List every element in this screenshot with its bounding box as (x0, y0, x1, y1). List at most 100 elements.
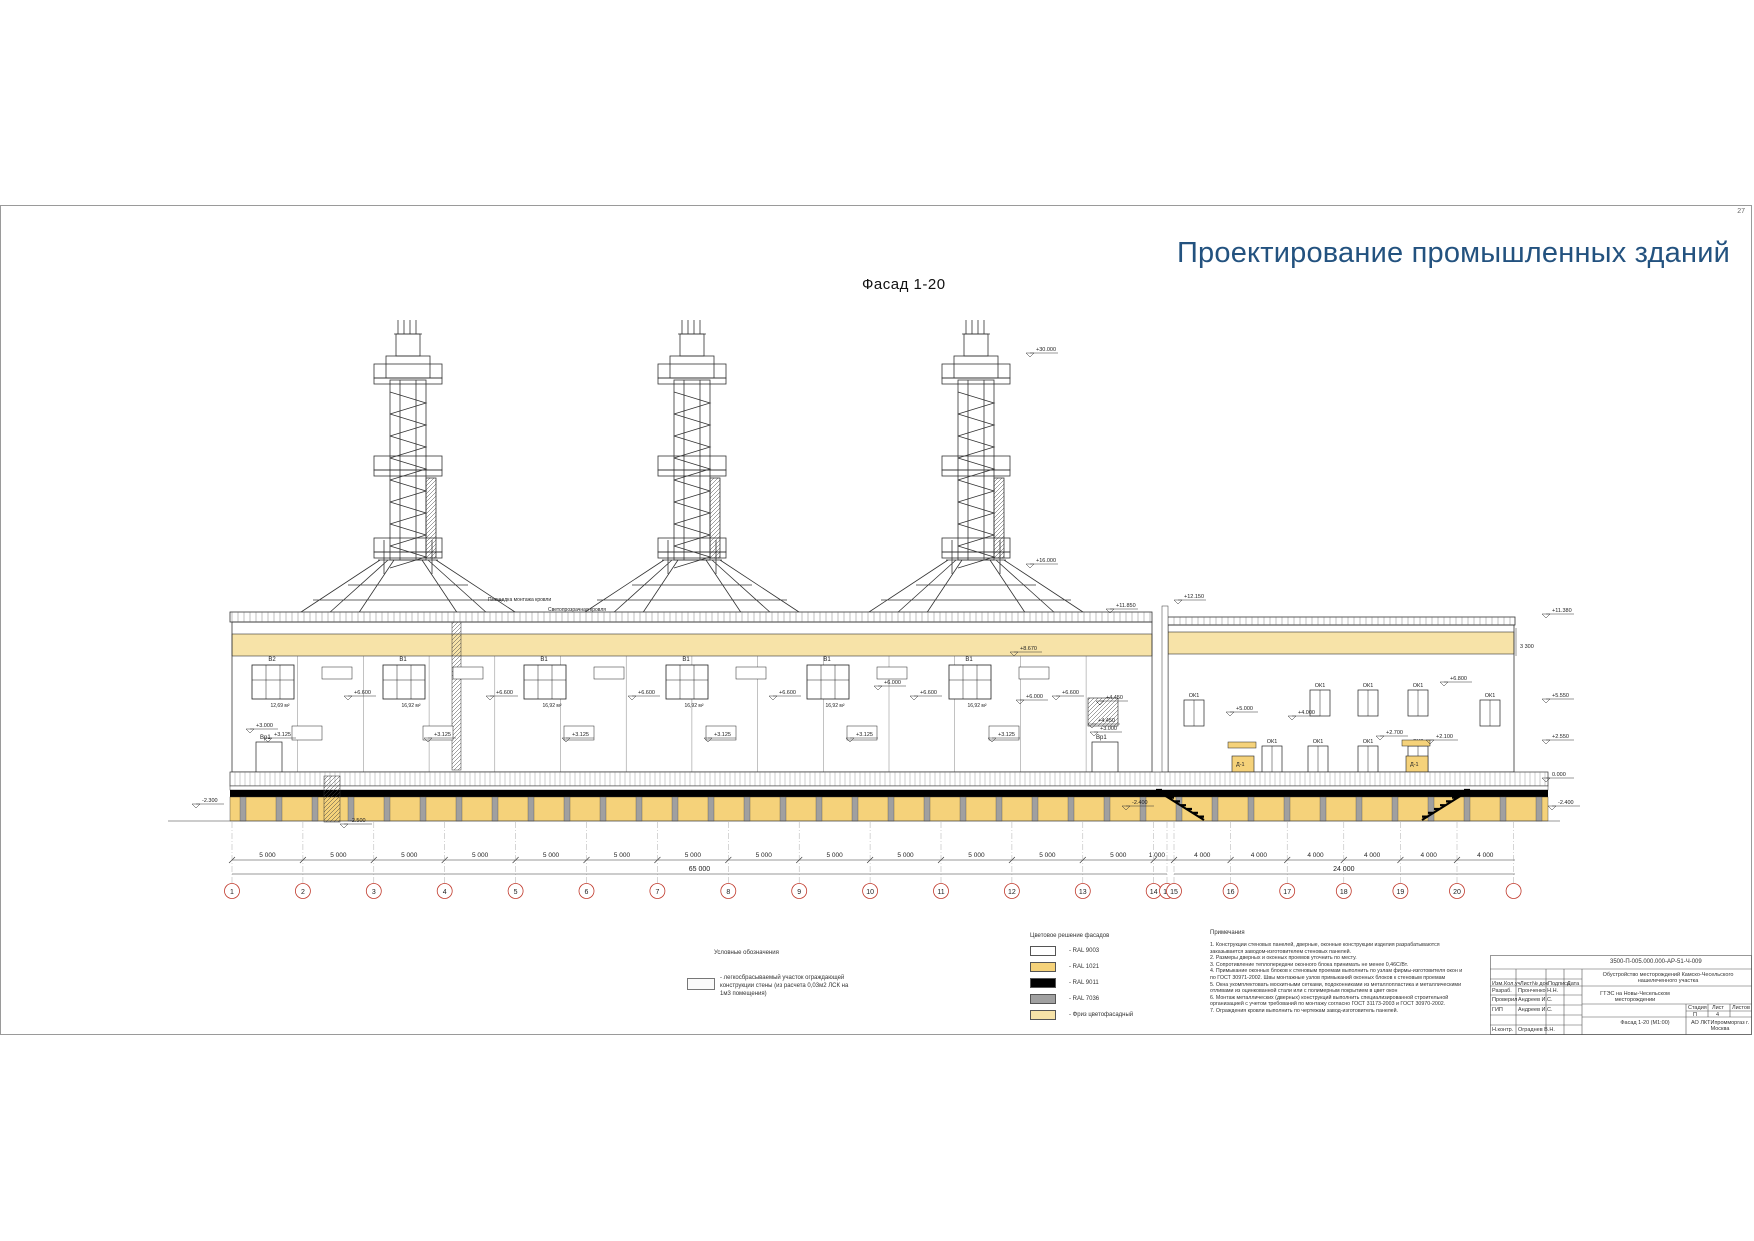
stage-header: Стадия (1688, 1005, 1707, 1011)
deck-platform (168, 771, 1560, 823)
stack-railing (941, 455, 1011, 471)
deck-column (887, 796, 895, 822)
level-value: +12.150 (1184, 594, 1204, 600)
window (948, 664, 992, 700)
deck-column (455, 796, 463, 822)
sheet-title: Фасад 1-20 (М1:00) (1620, 1020, 1670, 1026)
stack-crown (963, 333, 989, 357)
legend-swatch (687, 978, 715, 990)
level-symbol (339, 823, 372, 829)
level-symbol (343, 695, 376, 701)
level-value: +11.380 (1552, 608, 1572, 614)
deck-column (1247, 796, 1255, 822)
level-symbol (1541, 613, 1574, 619)
window-mark: ОК1 (1315, 683, 1326, 689)
legend-title: Условные обозначения (714, 950, 779, 956)
note-item: 2. Размеры дверных и оконных проемов уто… (1210, 955, 1357, 962)
deck-column (743, 796, 751, 822)
dim-value: 4 000 (1251, 852, 1268, 859)
level-mark: +3.125 (703, 732, 736, 743)
sheets-header: Листов (1732, 1005, 1750, 1011)
axis-bubble (1222, 883, 1239, 899)
deck-top (229, 785, 1549, 791)
axis-label: 13 (1079, 889, 1087, 896)
level-mark: +16.000 (1025, 558, 1058, 569)
deck-column (779, 796, 787, 822)
level-value: -2.400 (1558, 800, 1574, 806)
stack-truss (297, 559, 519, 615)
level-symbol (1439, 681, 1472, 687)
level-value: +6.600 (1062, 690, 1079, 696)
name-nk: Ограднев В.Н. (1518, 1027, 1555, 1033)
axis-bubble (1335, 883, 1352, 899)
color-swatch (1030, 1010, 1056, 1020)
axis-bubble (1505, 883, 1522, 899)
notes-list: 1. Конструкции стеновых панелей, дверные… (1210, 942, 1468, 1015)
louvre (988, 725, 1020, 741)
window-area: 16,92 м² (401, 703, 420, 709)
dim-value: 5 000 (472, 852, 489, 859)
window-mark: ОК1 (1363, 683, 1374, 689)
deck-column (1535, 796, 1543, 822)
window-mark: В1 (965, 657, 973, 663)
level-value: +3.000 (1100, 726, 1117, 732)
deck-column (1427, 796, 1435, 822)
deck-column (707, 796, 715, 822)
level-symbol (1375, 735, 1408, 741)
color-swatch (1030, 962, 1056, 972)
level-symbol (423, 737, 456, 743)
level-value: +6.600 (920, 690, 937, 696)
name-dev: Пронченко Н.Н. (1518, 988, 1559, 994)
level-value: +2.700 (1386, 730, 1403, 736)
deck-column (959, 796, 967, 822)
spiral-stair (957, 391, 996, 569)
page-banner: Проектирование промышленных зданий (1177, 237, 1730, 269)
dim-value: 5 000 (401, 852, 418, 859)
axis-label: 8 (726, 889, 730, 896)
window-area: 16,92 м² (542, 703, 561, 709)
title-block: 3500-П-005.000.000-АР-51-Ч-009 Обустройс… (1490, 955, 1752, 1035)
level-value: +11.850 (1116, 603, 1136, 609)
door (255, 741, 283, 773)
level-symbol (1015, 699, 1048, 705)
axis-bubble (436, 883, 453, 899)
dim-value: 5 000 (968, 852, 985, 859)
axis-label: 3 (372, 889, 376, 896)
canopy (1401, 739, 1431, 747)
level-mark: +4.450 (1095, 695, 1128, 706)
frieze-right (1167, 631, 1515, 655)
axis-bubble (1449, 883, 1465, 899)
dim-value: 4 000 (1421, 852, 1438, 859)
level-value: +5.000 (1236, 706, 1253, 712)
level-symbol (1009, 651, 1042, 657)
level-value: +2.100 (1436, 734, 1453, 740)
axis-label: 9 (797, 889, 801, 896)
dim-value: 5 000 (827, 852, 844, 859)
canopy (1227, 741, 1257, 749)
stack-top (385, 355, 431, 379)
ladder (425, 477, 437, 559)
deck-rail-bars (229, 772, 1546, 786)
level-mark: +6.600 (909, 690, 942, 701)
deck-column (1283, 796, 1291, 822)
stack (297, 320, 519, 615)
door (1091, 741, 1119, 773)
axis-bubble (294, 883, 311, 899)
dim-value: 4 000 (1364, 852, 1381, 859)
level-value: +30.000 (1036, 347, 1056, 353)
note-item: 5. Окна укомплектовать москитными сеткам… (1210, 981, 1462, 995)
axis-label: 17 (1283, 889, 1291, 896)
axis-bubble (933, 883, 949, 899)
axis-bubble (224, 883, 240, 899)
level-mark: -2.500 (339, 818, 372, 829)
louvre (735, 666, 767, 680)
level-mark: +6.000 (873, 680, 906, 691)
window-area: 16,92 м² (684, 703, 703, 709)
axis-label: 7 (655, 889, 659, 896)
deck-column (1463, 796, 1471, 822)
dim-value: 1 000 (1149, 852, 1166, 859)
